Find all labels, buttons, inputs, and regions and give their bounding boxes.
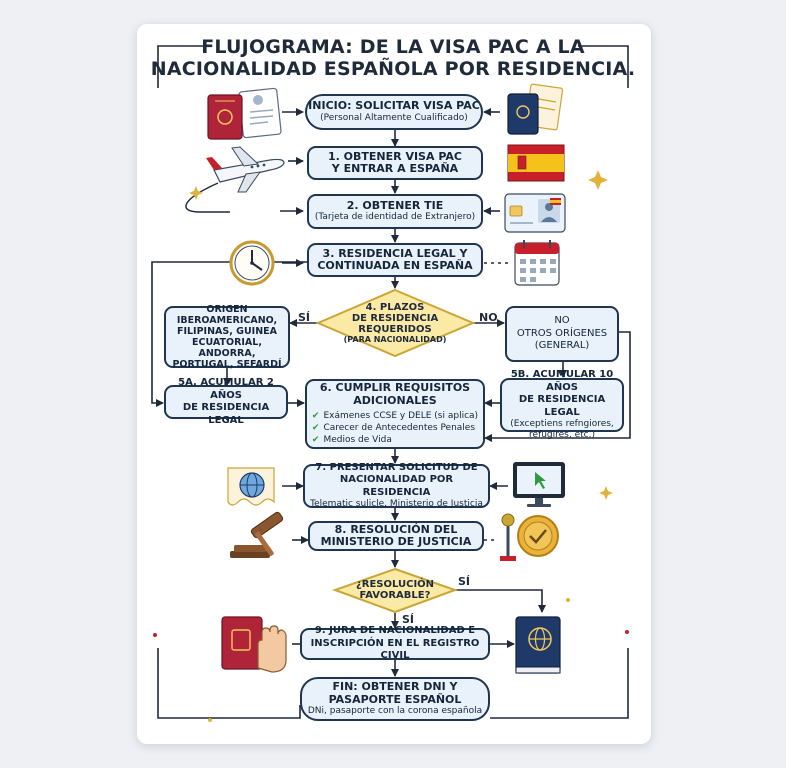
book-with-globe-icon [515, 616, 561, 674]
dotted-connectors [484, 262, 510, 541]
page-title: FLUJOGRAMA: DE LA VISA PAC A LA NACIONAL… [150, 36, 636, 80]
yes-label-favorable-right: SÍ [458, 575, 471, 588]
step-8-main: 8. RESOLUCIÓN DEL MINISTERIO DE JUSTICIA [320, 522, 472, 548]
step-5b-box: 5B. ACUMULAR 10 AÑOS DE RESIDENCIA LEGAL… [500, 369, 624, 440]
requirements-list: ✔Exámenes CCSE y DELE (si aplica) ✔Carec… [312, 410, 478, 446]
title-line-1: FLUJOGRAMA: DE LA VISA PAC A LA [201, 36, 585, 58]
step-7-main: 7. PRESENTAR SOLICITUD DE NACIONALIDAD P… [315, 461, 478, 498]
airplane-icon [206, 146, 285, 193]
connector-lines [151, 108, 631, 719]
passport-and-document-icon [207, 87, 282, 140]
title-line-2: NACIONALIDAD ESPAÑOLA POR RESIDENCIA. [150, 58, 636, 80]
step-5a-box: 5A. ACUMULAR 2 AÑOS DE RESIDENCIA LEGAL [164, 377, 288, 426]
step-1-main: 1. OBTENER VISA PAC Y ENTRAR A ESPAÑA [328, 149, 462, 175]
origin-right-box: NO OTROS ORÍGENES (GENERAL) [505, 306, 619, 362]
decision-diamond-plazos [315, 288, 476, 358]
origin-left-box: ORIGEN IBEROAMERICANO, FILIPINAS, GUINEA… [164, 304, 290, 370]
check-icon: ✔ [311, 435, 320, 445]
decision-plazos-main: 4. PLAZOS DE RESIDENCIA REQUERIDOS [351, 301, 439, 335]
passport-folder-icon [507, 83, 564, 135]
requirement-item: ✔Carecer de Antecedentes Penales [312, 422, 478, 434]
end-box-main: FIN: OBTENER DNI Y PASAPORTE ESPAÑOL [328, 680, 462, 706]
wax-seal-icon [500, 513, 559, 561]
start-box-sub: (Personal Altamente Cualificado) [320, 112, 468, 123]
passport-with-hand-icon [221, 616, 287, 673]
step-3-main: 3. RESIDENCIA LEGAL Y CONTINUADA EN ESPA… [317, 246, 473, 272]
step-6-box: 6. CUMPLIR REQUISITOS ADICIONALES ✔Exáme… [305, 379, 485, 449]
check-icon: ✔ [311, 423, 320, 433]
calendar-icon [514, 240, 560, 286]
decision-diamond-favorable [332, 567, 458, 614]
step-2-main: 2. OBTENER TIE [346, 198, 444, 212]
globe-document-icon [227, 467, 275, 506]
computer-monitor-icon [513, 462, 565, 507]
id-card-icon [504, 193, 566, 233]
sparkle-decorations [153, 170, 629, 722]
start-box-main: INICIO: SOLICITAR VISA PAC [308, 99, 480, 113]
decision-favorable-main: ¿RESOLUCIÓN FAVORABLE? [355, 579, 435, 601]
requirement-text: Medios de Vida [323, 435, 392, 445]
step-5b-sub: (Exceptiens refngiores, refugires, etc.) [510, 419, 614, 440]
requirement-item: ✔Exámenes CCSE y DELE (si aplica) [312, 410, 478, 422]
origin-right-main: NO OTROS ORÍGENES (GENERAL) [516, 315, 608, 352]
requirement-text: Exámenes CCSE y DELE (si aplica) [323, 411, 479, 421]
end-box: FIN: OBTENER DNI Y PASAPORTE ESPAÑOL DNi… [300, 677, 490, 721]
start-box: INICIO: SOLICITAR VISA PAC (Personal Alt… [305, 94, 483, 130]
step-3-box: 3. RESIDENCIA LEGAL Y CONTINUADA EN ESPA… [307, 243, 483, 277]
requirement-item: ✔Medios de Vida [312, 434, 478, 446]
decision-favorable-text: ¿RESOLUCIÓN FAVORABLE? [340, 574, 450, 606]
gavel-icon [230, 511, 284, 558]
step-9-main: 9. JURA DE NACIONALIDAD E INSCRIPCIÓN EN… [310, 625, 480, 662]
clock-icon [229, 240, 275, 286]
step-8-box: 8. RESOLUCIÓN DEL MINISTERIO DE JUSTICIA [308, 521, 484, 551]
check-icon: ✔ [311, 411, 320, 421]
step-2-box: 2. OBTENER TIE (Tarjeta de identidad de … [307, 194, 483, 229]
step-5b-main: 5B. ACUMULAR 10 AÑOS DE RESIDENCIA LEGAL [510, 369, 614, 418]
step-6-main: 6. CUMPLIR REQUISITOS ADICIONALES [319, 381, 471, 407]
step-2-sub: (Tarjeta de identidad de Extranjero) [314, 212, 476, 223]
step-9-box: 9. JURA DE NACIONALIDAD E INSCRIPCIÓN EN… [300, 625, 490, 662]
requirement-text: Carecer de Antecedentes Penales [323, 423, 476, 433]
origin-left-main: ORIGEN IBEROAMERICANO, FILIPINAS, GUINEA… [172, 304, 282, 370]
frame-lines [157, 45, 629, 88]
step-5a-main: 5A. ACUMULAR 2 AÑOS DE RESIDENCIA LEGAL [178, 377, 274, 426]
yes-label-favorable-down: SÍ [402, 613, 415, 626]
no-label-plazos: NO [479, 311, 498, 324]
spain-flag-icon [507, 144, 565, 182]
decision-plazos-sub: (PARA NACIONALIDAD) [343, 334, 447, 344]
end-box-sub: DNi, pasaporte con la corona española [307, 706, 483, 716]
step-1-box: 1. OBTENER VISA PAC Y ENTRAR A ESPAÑA [307, 146, 483, 180]
yes-label-plazos: SÍ [298, 311, 311, 324]
step-7-box: 7. PRESENTAR SOLICITUD DE NACIONALIDAD P… [303, 461, 490, 510]
step-7-sub: Telematic sulicle, Ministerio de Justici… [310, 499, 483, 510]
decision-plazos-text: 4. PLAZOS DE RESIDENCIA REQUERIDOS (PARA… [325, 296, 465, 350]
